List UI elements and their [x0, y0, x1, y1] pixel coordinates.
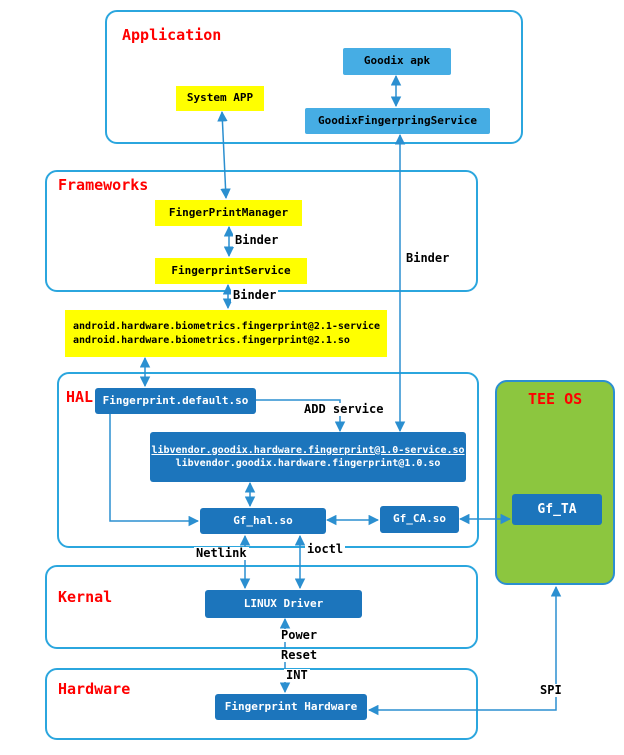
libvendor-service-line: libvendor.goodix.hardware.fingerprint@1.…: [151, 444, 465, 456]
tee-os-container: [495, 380, 615, 585]
node-fingerprint-default-so: Fingerprint.default.so: [95, 388, 256, 414]
node-gf-ta: Gf_TA: [512, 494, 602, 525]
application-layer-label: Application: [122, 26, 222, 44]
edge-label-binder-3: Binder: [404, 251, 452, 266]
edge-label-binder-1: Binder: [233, 233, 281, 248]
node-gf-ca-so: Gf_CA.so: [380, 506, 459, 533]
node-fingerprint-manager: FingerPrintManager: [155, 200, 302, 226]
node-system-app: System APP: [176, 86, 264, 111]
node-goodix-fingerpring-service: GoodixFingerpringService: [305, 108, 490, 134]
edge-label-spi: SPI: [538, 683, 564, 698]
edge-label-power: Power: [279, 628, 320, 643]
edge-label-int: INT: [284, 668, 310, 683]
frameworks-layer-label: Frameworks: [58, 176, 149, 194]
node-linux-driver: LINUX Driver: [205, 590, 362, 618]
node-fingerprint-service: FingerprintService: [155, 258, 307, 284]
edge-label-binder-2: Binder: [231, 288, 279, 303]
hal-layer-label: HAL: [66, 388, 94, 406]
biometrics-so-line: android.hardware.biometrics.fingerprint@…: [73, 334, 350, 346]
edge-label-netlink: Netlink: [194, 546, 249, 561]
hardware-layer-label: Hardware: [58, 680, 131, 698]
node-goodix-apk: Goodix apk: [343, 48, 451, 75]
node-biometrics-hidl: android.hardware.biometrics.fingerprint@…: [65, 310, 387, 357]
node-libvendor-goodix: libvendor.goodix.hardware.fingerprint@1.…: [150, 432, 466, 482]
node-fingerprint-hardware: Fingerprint Hardware: [215, 694, 367, 720]
biometrics-service-line: android.hardware.biometrics.fingerprint@…: [73, 321, 381, 332]
node-gf-hal-so: Gf_hal.so: [200, 508, 326, 534]
tee-os-label: TEE OS: [528, 390, 583, 408]
edge-label-reset: Reset: [279, 648, 320, 663]
libvendor-so-line: libvendor.goodix.hardware.fingerprint@1.…: [175, 458, 441, 469]
kernal-layer-label: Kernal: [58, 588, 113, 606]
edge-label-ioctl: ioctl: [305, 542, 346, 557]
edge-label-add-service: ADD service: [302, 402, 386, 417]
